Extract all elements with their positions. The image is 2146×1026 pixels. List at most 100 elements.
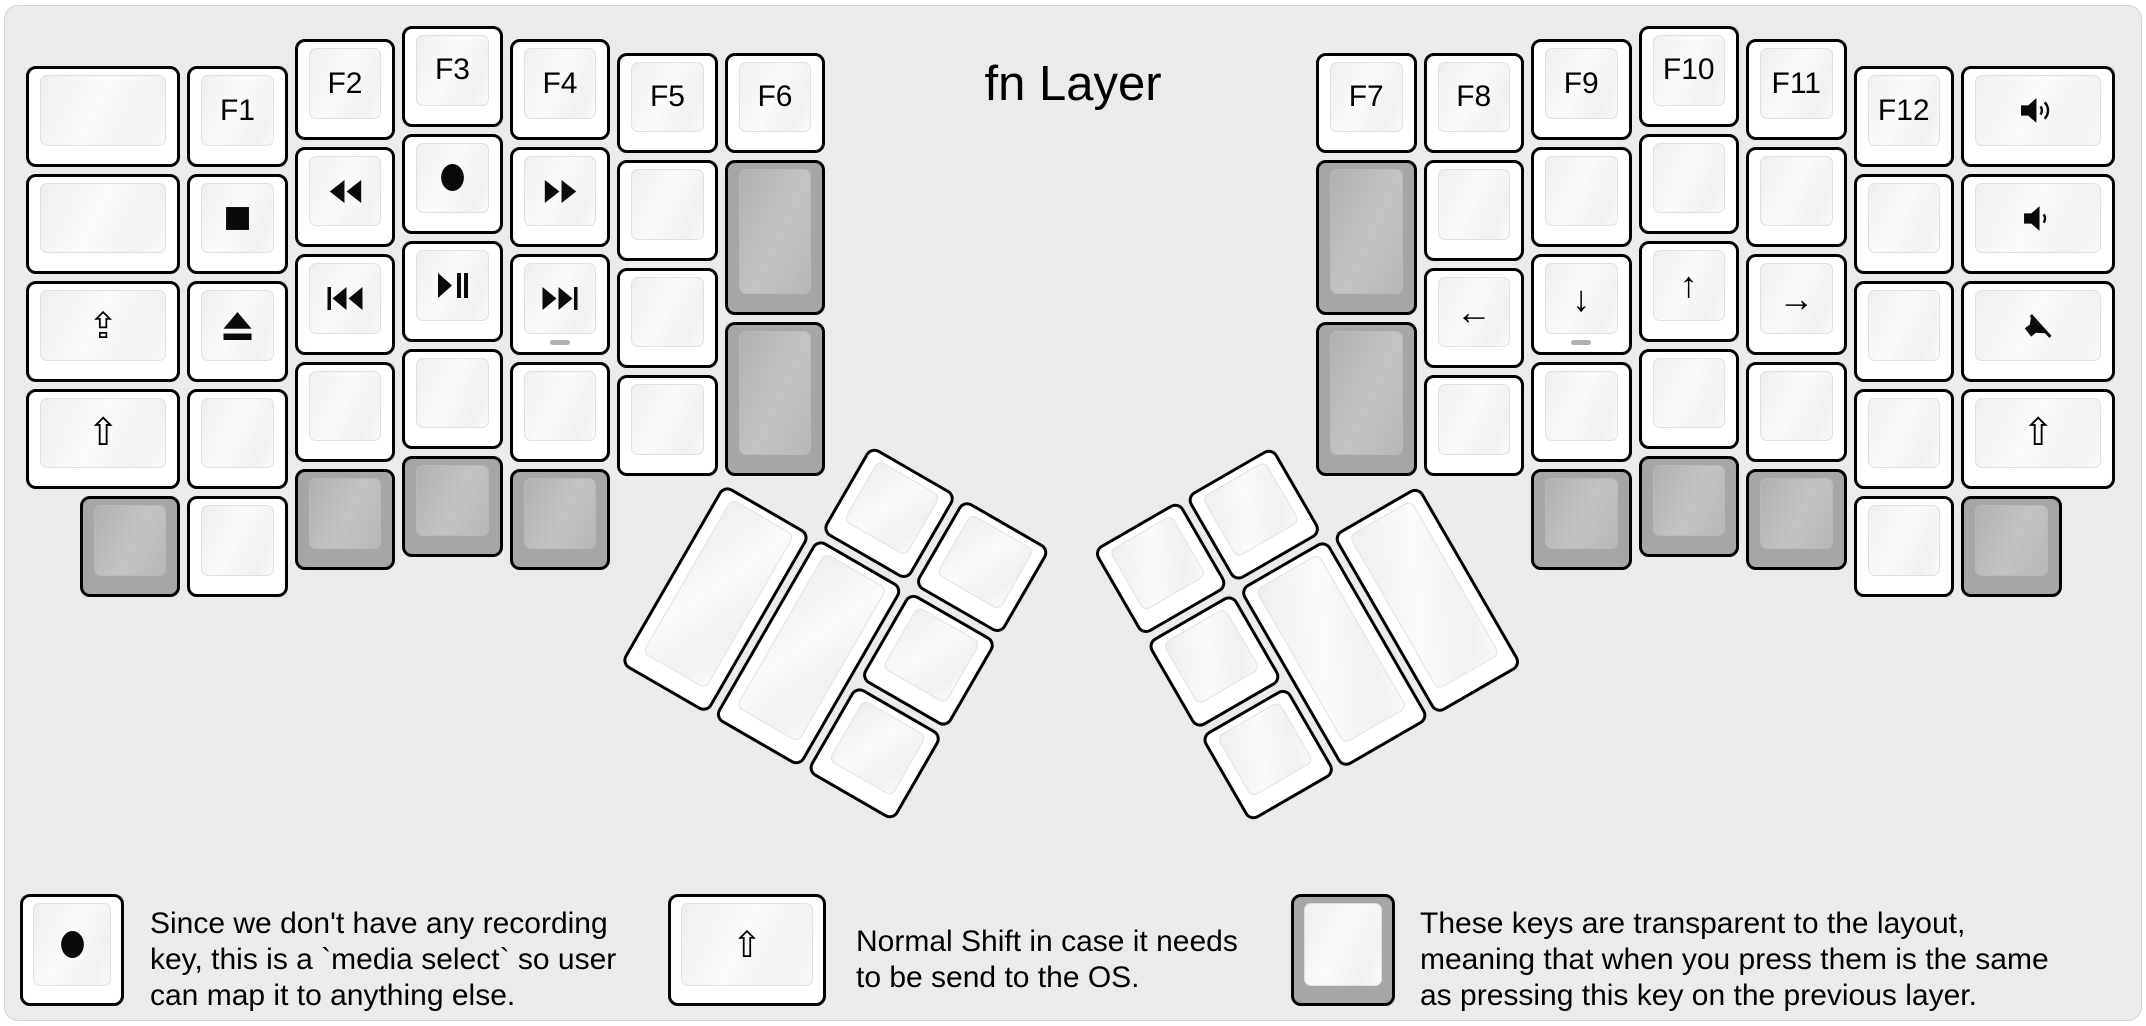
key-f8[interactable]: F8 <box>1423 52 1524 154</box>
key-blank[interactable] <box>617 375 718 476</box>
key-label: F7 <box>1348 80 1384 114</box>
fast-forward-icon <box>544 180 577 203</box>
legend-item-shift: ⇧ <box>668 894 826 1006</box>
key-transparent[interactable] <box>1961 496 2062 597</box>
key-mute[interactable] <box>1961 281 2116 382</box>
mute-icon <box>2021 310 2055 341</box>
key-f2[interactable]: F2 <box>294 39 396 140</box>
key-blank[interactable] <box>617 267 718 369</box>
key-next-track[interactable] <box>509 254 611 355</box>
key-blank[interactable] <box>26 66 181 167</box>
key-f10[interactable]: F10 <box>1638 26 1739 127</box>
key-label: F12 <box>1877 93 1930 127</box>
record-icon <box>440 163 465 192</box>
key-f7[interactable]: F7 <box>1316 52 1417 154</box>
key-label: F8 <box>1456 80 1492 114</box>
key-volume-down[interactable] <box>1961 173 2116 275</box>
eject-icon <box>222 312 253 340</box>
key-blank[interactable] <box>1423 160 1524 261</box>
legend-key-shift: ⇧ <box>668 894 826 1006</box>
key-transparent[interactable] <box>1316 160 1417 315</box>
legend-key-transparent <box>1291 894 1395 1006</box>
key-label: F6 <box>757 80 793 114</box>
key-label: F1 <box>219 93 255 127</box>
key-eject[interactable] <box>187 281 288 382</box>
key-f1[interactable]: F1 <box>187 66 288 167</box>
key-label: ⇪ <box>88 304 119 346</box>
key-f11[interactable]: F11 <box>1746 39 1847 140</box>
key-blank[interactable] <box>1853 388 1954 490</box>
key-label: F2 <box>327 66 363 100</box>
key-f4[interactable]: F4 <box>509 39 611 140</box>
key-transparent[interactable] <box>1638 456 1739 557</box>
legend-text-shift: Normal Shift in case it needs to be send… <box>856 925 1238 994</box>
key-f6[interactable]: F6 <box>724 52 826 154</box>
key-caps-lock[interactable]: ⇪ <box>26 281 181 382</box>
key-transparent[interactable] <box>294 469 396 570</box>
key-label: ⇧ <box>2022 412 2055 455</box>
key-rewind[interactable] <box>294 146 396 248</box>
key-volume-up[interactable] <box>1961 66 2116 167</box>
key-blank[interactable] <box>187 496 288 597</box>
key-transparent[interactable] <box>402 456 503 557</box>
legend-text-record: Since we don't have any recording key, t… <box>150 907 617 1012</box>
key-transparent[interactable] <box>724 321 826 476</box>
key-blank[interactable] <box>1746 146 1847 248</box>
key-label: ← <box>1455 291 1492 333</box>
key-arrow-right[interactable]: → <box>1746 254 1847 355</box>
rewind-icon <box>329 180 362 203</box>
key-transparent[interactable] <box>1531 469 1632 570</box>
previous-track-icon <box>326 287 364 310</box>
key-label: → <box>1778 277 1815 319</box>
key-transparent[interactable] <box>1316 321 1417 476</box>
key-arrow-up[interactable]: ↑ <box>1638 241 1739 342</box>
key-f3[interactable]: F3 <box>402 26 503 127</box>
key-transparent[interactable] <box>79 496 181 597</box>
key-blank[interactable] <box>294 361 396 463</box>
homing-bar <box>1571 340 1592 345</box>
key-blank[interactable] <box>1853 173 1954 275</box>
key-arrow-left[interactable]: ← <box>1423 267 1524 369</box>
record-icon <box>60 930 85 959</box>
key-f12[interactable]: F12 <box>1853 66 1954 167</box>
key-blank[interactable] <box>1853 496 1954 597</box>
key-prev-track[interactable] <box>294 254 396 355</box>
key-shift[interactable]: ⇧ <box>26 388 181 490</box>
key-blank[interactable] <box>1638 133 1739 234</box>
key-blank[interactable] <box>509 361 611 463</box>
key-f5[interactable]: F5 <box>617 52 718 154</box>
key-blank[interactable] <box>26 173 181 275</box>
homing-bar <box>550 340 570 345</box>
legend-item-record <box>20 894 124 1006</box>
next-track-icon <box>541 287 579 310</box>
layer-title: fn Layer <box>984 57 1162 111</box>
key-transparent[interactable] <box>724 160 826 315</box>
key-label: F11 <box>1771 66 1821 100</box>
key-label: F10 <box>1662 53 1715 87</box>
key-shift[interactable]: ⇧ <box>1961 388 2116 490</box>
key-label: F5 <box>649 80 685 114</box>
key-blank[interactable] <box>1531 361 1632 463</box>
key-blank[interactable] <box>402 348 503 449</box>
key-transparent[interactable] <box>509 469 611 570</box>
play-pause-icon <box>437 273 469 298</box>
key-play-pause[interactable] <box>402 241 503 342</box>
key-blank[interactable] <box>1423 375 1524 476</box>
legend-item-transparent <box>1291 894 1395 1006</box>
key-arrow-down[interactable]: ↓ <box>1531 254 1632 355</box>
key-label: F9 <box>1563 66 1599 100</box>
volume-down-icon <box>2023 205 2054 232</box>
key-fast-forward[interactable] <box>509 146 611 248</box>
key-blank[interactable] <box>1853 281 1954 382</box>
key-blank[interactable] <box>617 160 718 261</box>
volume-up-icon <box>2020 97 2057 124</box>
legend-text-transparent: These keys are transparent to the layout… <box>1420 907 2049 1012</box>
key-blank[interactable] <box>1746 361 1847 463</box>
key-blank[interactable] <box>187 388 288 490</box>
key-stop[interactable] <box>187 173 288 275</box>
key-transparent[interactable] <box>1746 469 1847 570</box>
key-blank[interactable] <box>1638 348 1739 449</box>
key-record[interactable] <box>402 133 503 234</box>
key-f9[interactable]: F9 <box>1531 39 1632 140</box>
key-blank[interactable] <box>1531 146 1632 248</box>
